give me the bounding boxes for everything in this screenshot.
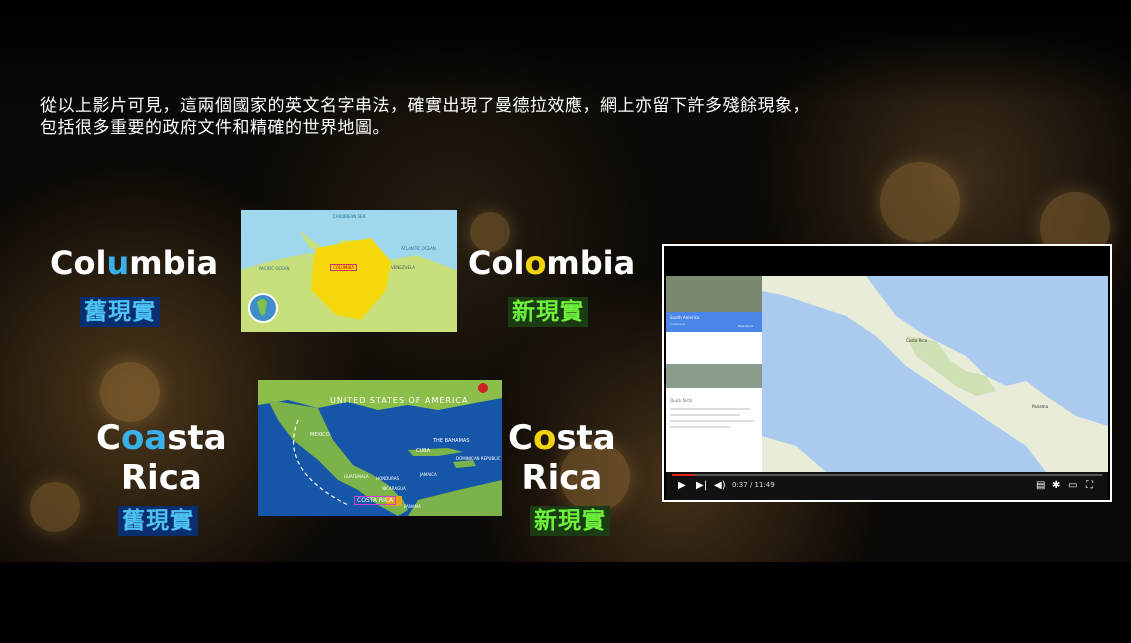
place-photo bbox=[666, 276, 762, 312]
subtitles-icon[interactable]: ▤ bbox=[1036, 480, 1046, 491]
old-reality-badge: 舊現實 bbox=[118, 506, 198, 536]
quick-facts-heading: Quick facts bbox=[670, 398, 693, 403]
bokeh-light bbox=[30, 482, 80, 532]
map-label-costa-rica: Costa Rica bbox=[906, 338, 928, 343]
progress-fill bbox=[672, 474, 695, 476]
caribbean-label: CARIBBEAN SEA bbox=[333, 214, 366, 219]
place-header: South America Continent Directions bbox=[666, 312, 762, 332]
timecode: 0:37 / 11:49 bbox=[732, 481, 775, 489]
fullscreen-icon[interactable]: ⛶ bbox=[1086, 480, 1093, 491]
text-placeholder bbox=[670, 414, 740, 416]
bokeh-light bbox=[100, 362, 160, 422]
bokeh-light bbox=[880, 162, 960, 242]
caption-line-2: 包括很多重要的政府文件和精確的世界地圖。 bbox=[40, 118, 390, 138]
place-photos bbox=[666, 364, 762, 388]
place-title: South America bbox=[670, 315, 700, 320]
volume-icon[interactable]: ◀) bbox=[714, 480, 726, 491]
next-icon[interactable]: ▶| bbox=[696, 480, 708, 491]
costa-rica-old-label: Coasta Rica bbox=[96, 418, 227, 498]
jamaica-label: JAMAICA bbox=[420, 472, 437, 477]
bahamas-label: THE BAHAMAS bbox=[433, 438, 470, 444]
colombia-old-label: Columbia bbox=[50, 244, 219, 282]
text-placeholder bbox=[670, 420, 754, 422]
text-placeholder bbox=[670, 426, 730, 428]
bokeh-light bbox=[560, 442, 630, 512]
panama-label: PANAMA bbox=[404, 504, 421, 509]
honduras-label: HONDURAS bbox=[376, 476, 400, 481]
play-icon[interactable]: ▶ bbox=[678, 480, 686, 491]
place-info-panel: South America Continent Directions Quick… bbox=[666, 276, 762, 472]
costa-rica-boxed-label: COSTA RICA bbox=[354, 496, 397, 505]
video-controls: ▶ ▶| ◀) 0:37 / 11:49 ▤ ✱ ▭ ⛶ bbox=[666, 472, 1108, 500]
venezuela-label: VENEZUELA bbox=[391, 265, 416, 270]
theater-mode-icon[interactable]: ▭ bbox=[1068, 480, 1078, 491]
slide: 從以上影片可見，這兩個國家的英文名字串法，確實出現了曼德拉效應，網上亦留下許多殘… bbox=[0, 12, 1131, 562]
gear-icon[interactable]: ✱ bbox=[1052, 480, 1061, 491]
text-placeholder bbox=[670, 408, 750, 410]
google-maps-screen: South America Continent Directions Quick… bbox=[666, 276, 1108, 472]
place-subtitle: Continent bbox=[670, 322, 685, 326]
embedded-video-player[interactable]: South America Continent Directions Quick… bbox=[662, 244, 1112, 502]
pacific-label: PACIFIC OCEAN bbox=[259, 266, 290, 271]
caption-line-1: 從以上影片可見，這兩個國家的英文名字串法，確實出現了曼德拉效應，網上亦留下許多殘… bbox=[40, 96, 810, 116]
progress-bar[interactable] bbox=[672, 474, 1102, 476]
mexico-label: MEXICO bbox=[310, 432, 330, 438]
central-america-map-graphic bbox=[258, 380, 502, 516]
cuba-label: CUBA bbox=[416, 448, 431, 454]
new-reality-badge: 新現實 bbox=[508, 297, 588, 327]
colombia-map-graphic bbox=[241, 210, 457, 332]
costa-rica-new-label: Costa Rica bbox=[508, 418, 616, 498]
old-reality-badge: 舊現實 bbox=[80, 297, 160, 327]
colombia-new-label: Colombia bbox=[468, 244, 636, 282]
usa-label: UNITED STATES OF AMERICA bbox=[330, 396, 469, 405]
nicaragua-label: NICARAGUA bbox=[382, 486, 406, 491]
bokeh-light bbox=[470, 212, 510, 252]
colombia-map: CARIBBEAN SEA PACIFIC OCEAN ATLANTIC OCE… bbox=[241, 210, 457, 332]
dominican-label: DOMINICAN REPUBLIC bbox=[456, 456, 501, 461]
map-label-panama: Panama bbox=[1032, 404, 1049, 409]
directions-button[interactable]: Directions bbox=[738, 324, 754, 328]
atlantic-label: ATLANTIC OCEAN bbox=[401, 246, 436, 251]
guatemala-label: GUATEMALA bbox=[344, 474, 369, 479]
columbia-boxed-label: COLUMBIA bbox=[330, 264, 358, 271]
new-reality-badge: 新現實 bbox=[530, 506, 610, 536]
central-america-map: UNITED STATES OF AMERICA MEXICO THE BAHA… bbox=[258, 380, 502, 516]
